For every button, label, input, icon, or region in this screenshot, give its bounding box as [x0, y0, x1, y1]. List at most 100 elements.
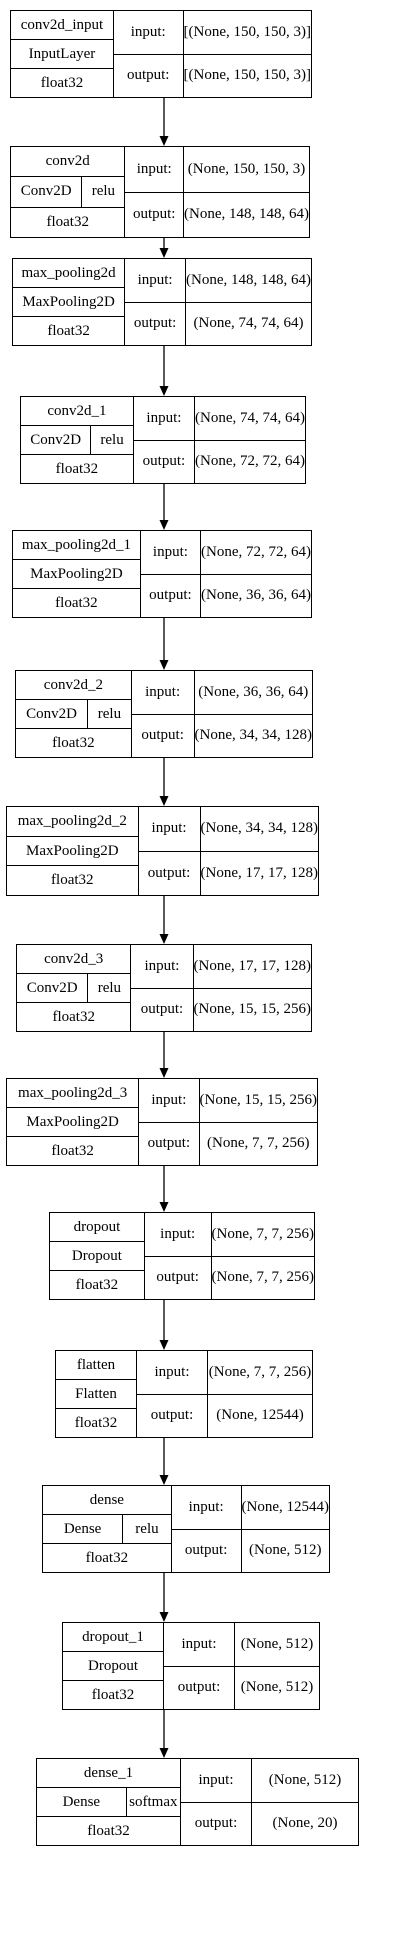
output-label: output: [137, 1393, 207, 1438]
layer-name: max_pooling2d_3 [18, 1084, 128, 1101]
layer-type: MaxPooling2D [30, 565, 123, 582]
layer-dtype: float32 [43, 1543, 171, 1572]
input-shape: (None, 12544) [241, 1498, 329, 1515]
layer-name: conv2d [45, 153, 90, 170]
connector-arrowhead [159, 660, 169, 670]
connector-arrowhead [159, 386, 169, 396]
input-shape: (None, 17, 17, 128) [193, 957, 311, 974]
layer-activation: relu [122, 1515, 171, 1543]
output-shape: [(None, 150, 150, 3)] [183, 53, 311, 98]
layer-type-row: MaxPooling2D [13, 559, 140, 588]
layer-type: Dropout [71, 1247, 122, 1264]
layer-type: Flatten [75, 1385, 117, 1402]
output-shape: (None, 148, 148, 64) [184, 191, 309, 238]
layer-type: Conv2D [26, 705, 77, 722]
input-shape: (None, 74, 74, 64) [195, 409, 305, 426]
output-label: output: [131, 987, 193, 1032]
layer-dtype: float32 [56, 1408, 136, 1437]
output-shape: (None, 36, 36, 64) [201, 573, 311, 618]
connector-arrowhead [159, 1475, 169, 1485]
connector-arrowhead [159, 1202, 169, 1212]
layer-name: max_pooling2d_1 [21, 536, 131, 553]
layer-type: InputLayer [28, 45, 96, 62]
connector-arrowhead [159, 520, 169, 530]
layer-dtype: float32 [63, 1680, 163, 1709]
output-label: output: [131, 713, 194, 758]
connector-arrowhead [159, 1068, 169, 1078]
layer-dtype: float32 [21, 454, 133, 483]
layer-activation: relu [81, 177, 124, 207]
layer-type: Conv2D [30, 431, 82, 448]
layer-type-row: MaxPooling2D [7, 835, 138, 866]
layer-type-row: Dense relu [43, 1514, 171, 1543]
layer-name: dense [89, 1491, 124, 1508]
connector-arrowhead [159, 1612, 169, 1622]
layer-type-row: Dropout [63, 1651, 163, 1680]
layer-dtype: float32 [17, 1002, 131, 1031]
output-shape: (None, 512) [241, 1528, 329, 1573]
input-label: input: [152, 543, 188, 560]
input-label: input: [146, 409, 182, 426]
output-label: output: [125, 191, 184, 238]
output-shape: (None, 7, 7, 256) [199, 1121, 317, 1166]
output-shape: (None, 74, 74, 64) [186, 301, 311, 346]
layer-name: flatten [76, 1356, 116, 1373]
connector-arrowhead [159, 796, 169, 806]
layer-activation: softmax [125, 1788, 180, 1816]
connector-arrowhead [159, 248, 169, 258]
layer-name: conv2d_input [20, 16, 104, 33]
input-shape: (None, 148, 148, 64) [186, 271, 311, 288]
layer-type-row: Dropout [50, 1241, 144, 1270]
input-shape: (None, 34, 34, 128) [200, 820, 318, 837]
input-label: input: [137, 271, 173, 288]
input-label: input: [151, 1091, 187, 1108]
output-shape: (None, 12544) [208, 1393, 312, 1438]
layer-dtype: float32 [13, 316, 125, 345]
layer-type-row: InputLayer [11, 39, 113, 68]
layer-dtype: float32 [16, 728, 131, 757]
layer-name: conv2d_2 [43, 676, 103, 693]
layer-type-row: Conv2D relu [11, 176, 125, 207]
output-label: output: [133, 439, 195, 484]
layer-dtype: float32 [37, 1816, 180, 1845]
input-shape: (None, 512) [268, 1771, 342, 1788]
input-label: input: [136, 160, 172, 177]
connector-arrowhead [159, 934, 169, 944]
input-label: input: [144, 957, 180, 974]
input-shape: [(None, 150, 150, 3)] [183, 23, 311, 40]
output-shape: (None, 34, 34, 128) [194, 713, 312, 758]
layer-type: Dense [63, 1520, 102, 1537]
input-shape: (None, 7, 7, 256) [211, 1225, 314, 1242]
output-shape: (None, 7, 7, 256) [211, 1255, 314, 1300]
input-label: input: [160, 1225, 196, 1242]
layer-type: MaxPooling2D [26, 1113, 119, 1130]
layer-type: Conv2D [20, 183, 72, 200]
output-shape: (None, 20) [252, 1801, 358, 1846]
output-shape: (None, 17, 17, 128) [200, 850, 318, 896]
output-label: output: [140, 573, 201, 618]
connector-arrowhead [159, 136, 169, 146]
layer-dtype: float32 [11, 68, 113, 97]
output-label: output: [164, 1665, 234, 1710]
layer-dtype: float32 [13, 588, 140, 617]
input-shape: (None, 15, 15, 256) [199, 1091, 317, 1108]
input-label: input: [198, 1771, 234, 1788]
input-label: input: [145, 683, 181, 700]
input-shape: (None, 512) [240, 1635, 314, 1652]
layer-type-row: MaxPooling2D [13, 287, 125, 316]
layer-type: MaxPooling2D [26, 842, 119, 859]
input-shape: (None, 150, 150, 3) [187, 160, 306, 177]
input-label: input: [181, 1635, 217, 1652]
input-shape: (None, 36, 36, 64) [198, 683, 309, 700]
